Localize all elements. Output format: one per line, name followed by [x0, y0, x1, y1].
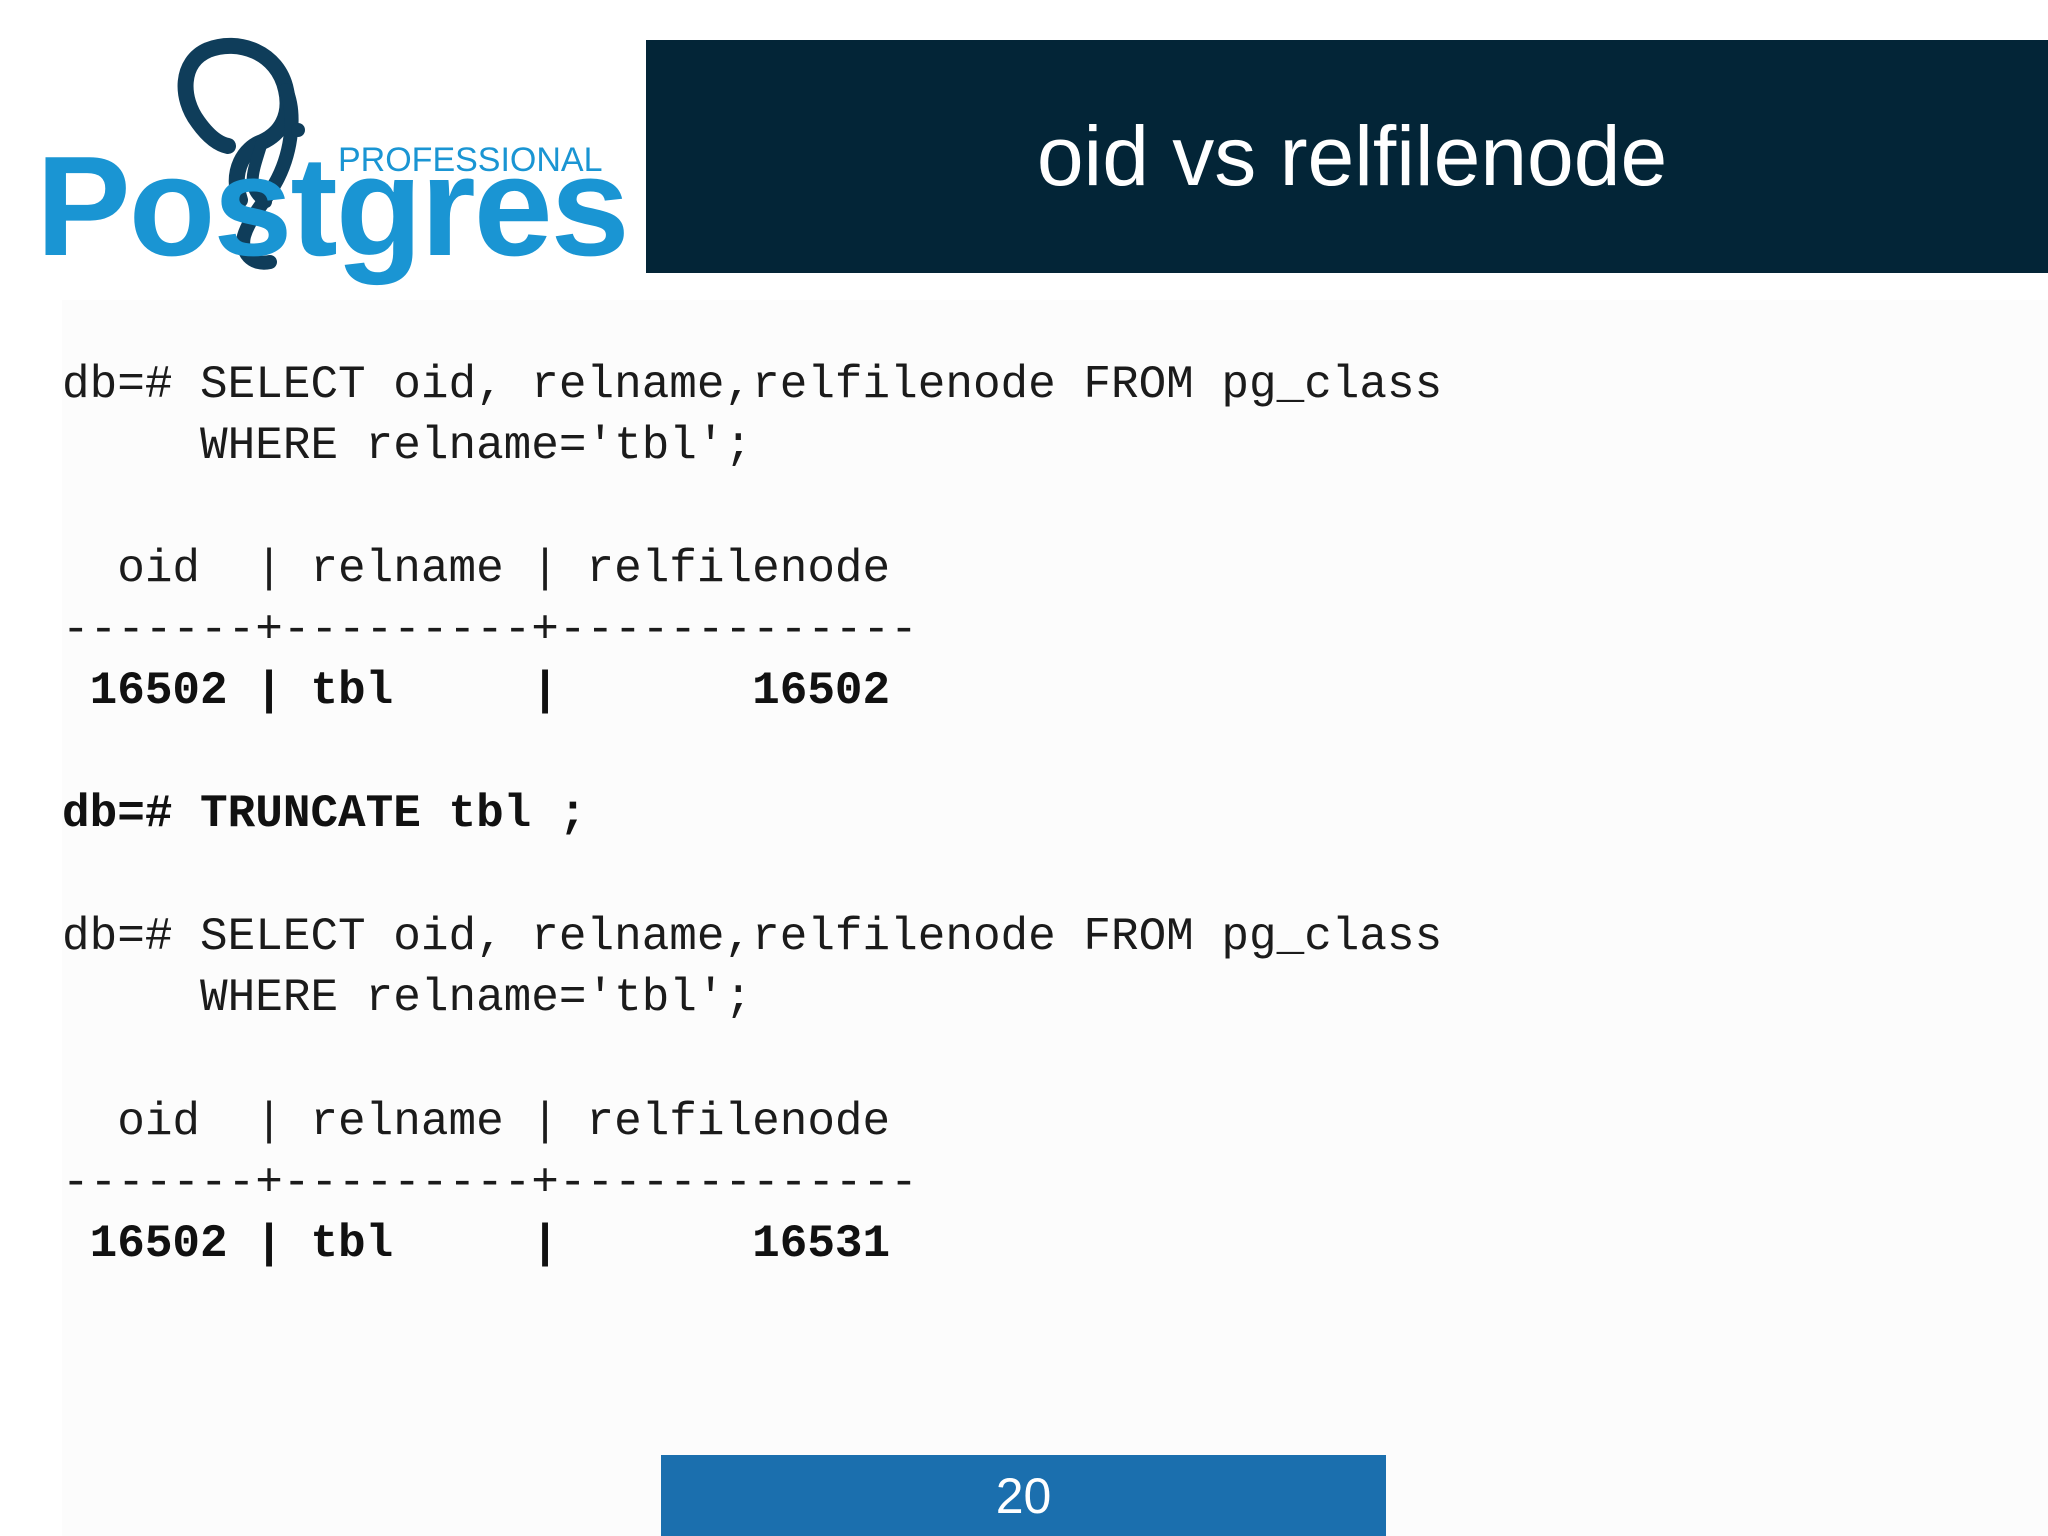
query1-line1: db=# SELECT oid, relname,relfilenode FRO… [62, 359, 1443, 411]
slide-title: oid vs relfilenode [1036, 109, 1668, 203]
postgres-professional-logo: PROFESSIONAL Postgres [30, 30, 630, 280]
truncate-command: db=# TRUNCATE tbl ; [62, 788, 587, 840]
table2-row: 16502 | tbl | 16531 [62, 1218, 891, 1270]
elephant-icon [177, 37, 305, 270]
page-number: 20 [995, 1467, 1052, 1524]
table1-row: 16502 | tbl | 16502 [62, 665, 891, 717]
query1-line2: WHERE relname='tbl'; [62, 420, 753, 472]
page-number-box: 20 [661, 1455, 1386, 1536]
table1-header: oid | relname | relfilenode [62, 543, 891, 595]
table1-separator: -------+---------+------------- [62, 604, 918, 656]
query2-line2: WHERE relname='tbl'; [62, 972, 753, 1024]
logo-tagline: PROFESSIONAL [338, 141, 603, 179]
table2-separator: -------+---------+------------- [62, 1157, 918, 1209]
logo-wordmark: Postgres [36, 127, 630, 286]
title-banner: oid vs relfilenode [646, 40, 2048, 273]
table2-header: oid | relname | relfilenode [62, 1096, 891, 1148]
content-background [62, 300, 2048, 1536]
query2-line1: db=# SELECT oid, relname,relfilenode FRO… [62, 911, 1443, 963]
